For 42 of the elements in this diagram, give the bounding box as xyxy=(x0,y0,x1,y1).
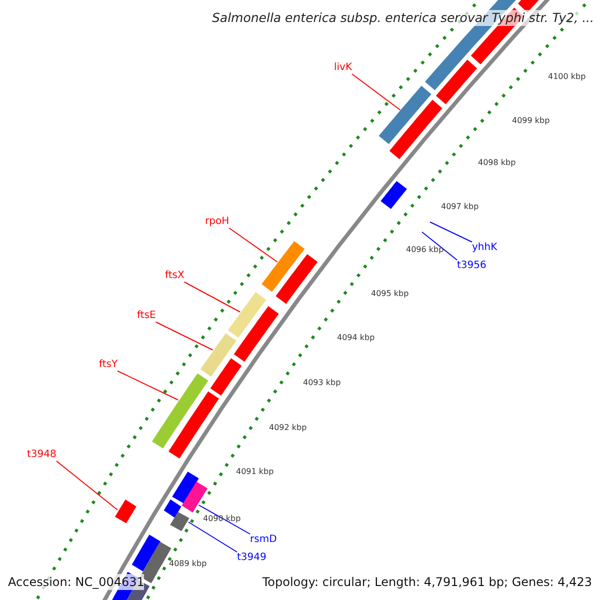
leader-line xyxy=(188,522,238,552)
gene-label: ftsY xyxy=(99,359,118,371)
scale-label: 4099 kbp xyxy=(512,116,550,126)
gene-bar xyxy=(200,333,236,377)
scale-label: 4098 kbp xyxy=(478,158,516,168)
gene-label: ftsX xyxy=(165,270,184,282)
gene-bar xyxy=(228,292,266,338)
leader-line xyxy=(430,222,472,242)
gene-bar xyxy=(182,480,208,514)
leader-line xyxy=(184,282,241,312)
scale-label: 4090 kbp xyxy=(203,514,241,524)
accession-text: Accession: NC_004631 xyxy=(8,574,144,590)
scale-label: 4094 kbp xyxy=(337,333,375,343)
scale-label: 4096 kbp xyxy=(406,245,444,255)
leader-line xyxy=(198,504,250,534)
gene-bar xyxy=(114,498,136,526)
gene-bar xyxy=(262,241,305,292)
scale-label: 4095 kbp xyxy=(371,289,409,299)
gene-label: t3949 xyxy=(237,552,266,564)
leader-line xyxy=(352,74,401,110)
genome-summary-text: Topology: circular; Length: 4,791,961 bp; Genes: 4,423 xyxy=(262,574,592,590)
gene-bar xyxy=(170,510,190,534)
leader-line xyxy=(422,232,458,260)
leader-line xyxy=(155,322,214,350)
gene-bar xyxy=(378,86,432,144)
gene-label: yhhK xyxy=(472,242,498,254)
gene-bar xyxy=(152,373,208,448)
scale-label: 4097 kbp xyxy=(441,202,479,212)
scale-label: 4093 kbp xyxy=(303,378,341,388)
scale-label: 4089 kbp xyxy=(169,559,207,569)
gene-label: rpoH xyxy=(205,216,230,228)
gene-label: t3956 xyxy=(457,260,486,272)
leader-line xyxy=(228,228,278,262)
gene-label: rsmD xyxy=(250,534,277,546)
scale-label: 4100 kbp xyxy=(548,72,586,82)
gene-label: livK xyxy=(334,62,352,74)
gene-label: ftsE xyxy=(137,310,156,322)
scale-label: 4091 kbp xyxy=(236,467,274,477)
gene-label: t3948 xyxy=(27,449,56,461)
leader-line xyxy=(117,370,179,400)
leader-line xyxy=(56,460,118,510)
scale-label: 4092 kbp xyxy=(269,423,307,433)
